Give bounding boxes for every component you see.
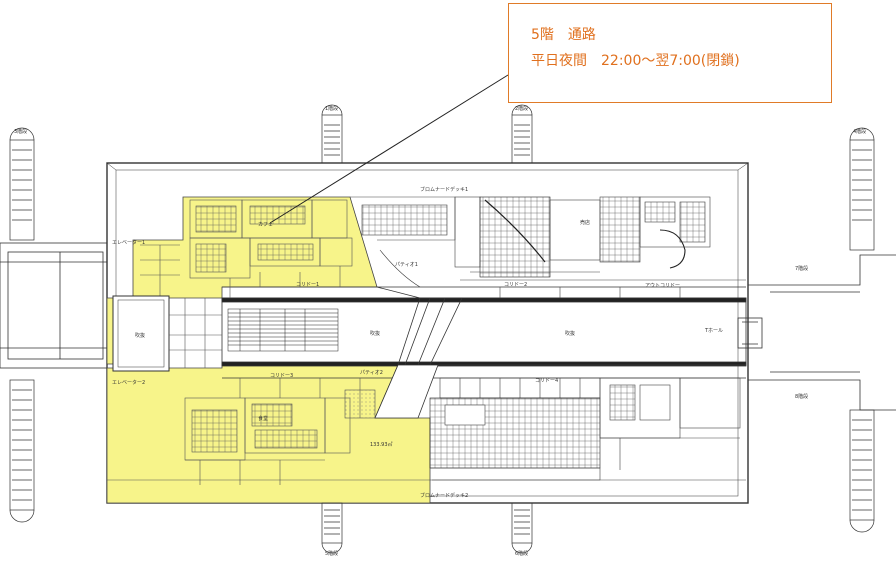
left-void: 吹抜 — [112, 295, 222, 372]
corridor-2-label: コリドー2 — [504, 282, 527, 288]
central-hall — [221, 286, 747, 379]
void-right-label: 吹抜 — [565, 330, 575, 337]
rooms-top-left — [140, 199, 353, 298]
left-entrance-bridge — [0, 242, 108, 369]
void-left-label: 吹抜 — [135, 332, 145, 339]
hall-label: Tホール — [704, 328, 723, 334]
stair-d-label: 4階段 — [853, 128, 866, 135]
elev-1-label: エレベーター1 — [112, 239, 145, 246]
shop-3-label: 売店 — [580, 219, 590, 226]
deck-bottom-label: ブロムナードデッキ2 — [420, 492, 468, 499]
stair-f-label: 6階段 — [515, 550, 528, 557]
stair-g-label: 7階段 — [795, 265, 808, 272]
patio-2-label: パティオ2 — [360, 370, 383, 376]
stairwells-bottom — [9, 379, 875, 554]
area-label: 133.93㎡ — [370, 441, 393, 448]
stair-a-label: 1階段 — [325, 105, 338, 112]
arcade-label: アウトコリドー — [645, 282, 680, 289]
rooms-bottom-right — [429, 364, 746, 481]
stair-e-label: 5階段 — [325, 550, 338, 557]
stairwells-top — [9, 104, 875, 251]
right-entrance-bridge — [748, 254, 896, 411]
shop-2-label: 食堂 — [258, 415, 268, 422]
stair-b-label: 2階段 — [515, 105, 528, 112]
callout-title: 5階 通路 — [531, 27, 596, 43]
corridor-4-label: コリドー4 — [535, 378, 558, 384]
corridor-1-label: コリドー1 — [296, 282, 319, 288]
shop-1-label: カフェ — [258, 222, 273, 228]
rooms-bottom-left — [107, 378, 430, 485]
stair-c-label: 3階段 — [14, 128, 27, 135]
callout-leader-line — [269, 74, 509, 224]
callout-hours: 平日夜間 22:00～翌7:00(閉鎖) — [531, 53, 740, 69]
rooms-top-right — [350, 196, 746, 298]
deck-top-label: ブロムナードデッキ1 — [420, 186, 468, 193]
corridor-3-label: コリドー3 — [270, 373, 293, 379]
closure-callout: 5階 通路 平日夜間 22:00～翌7:00(閉鎖) — [508, 3, 832, 103]
hall-entrance — [737, 317, 763, 349]
stair-h-label: 8階段 — [795, 393, 808, 400]
void-center-label: 吹抜 — [370, 330, 380, 337]
elev-2-label: エレベーター2 — [112, 379, 145, 386]
plan-labels: ブロムナードデッキ1 ブロムナードデッキ2 コリドー1 コリドー2 コリドー3 … — [14, 105, 866, 557]
patio-1-label: パティオ1 — [395, 262, 418, 268]
